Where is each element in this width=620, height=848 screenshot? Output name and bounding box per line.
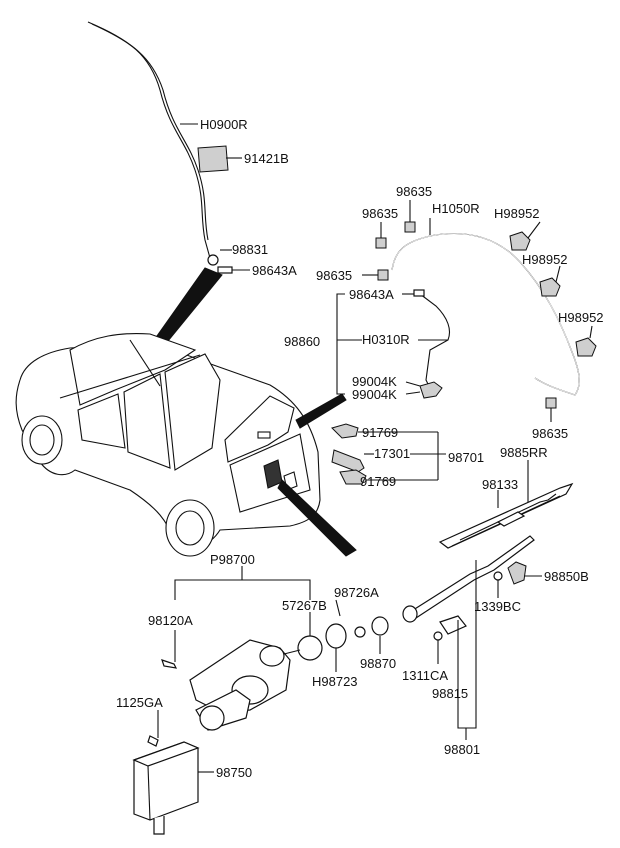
arm-screw-part xyxy=(493,571,503,581)
label-blade-rubber: 98133 xyxy=(482,477,518,492)
clip-part-c xyxy=(377,269,389,281)
label-hose-front: H0900R xyxy=(200,117,248,132)
vehicle-illustration xyxy=(15,333,321,557)
label-motor-assy: P98700 xyxy=(210,552,255,567)
arm-nut-part xyxy=(354,626,366,638)
label-hose-group: 98860 xyxy=(284,334,320,349)
label-packing: H98723 xyxy=(312,674,358,689)
label-holder-a: H98952 xyxy=(494,206,540,221)
label-seal: 17301 xyxy=(374,446,410,461)
holder-part-a xyxy=(509,231,531,251)
label-motor-cap: 57267B xyxy=(282,598,327,613)
label-cap-nut: 1311CA xyxy=(402,668,448,683)
label-grommet-a: 91769 xyxy=(362,425,398,440)
packing-part xyxy=(325,623,347,649)
holder-part-c xyxy=(575,337,597,357)
arm-cap-part xyxy=(507,561,527,585)
motor-grommet-part xyxy=(371,616,389,636)
valve-part xyxy=(419,381,443,399)
label-clip-c: 98635 xyxy=(316,268,352,283)
pointer-wedge-mid xyxy=(295,393,347,429)
label-valve-b: 99004K xyxy=(352,387,397,402)
check-valve-part xyxy=(207,254,219,266)
label-valve-a: 99004K xyxy=(352,374,397,389)
label-arm-cap: 98850B xyxy=(544,569,589,584)
label-arm: 98815 xyxy=(432,686,468,701)
grommet-part-a xyxy=(331,423,359,439)
label-hose-rear: H1050R xyxy=(432,201,480,216)
short-hose xyxy=(419,293,451,389)
label-ecu: 98750 xyxy=(216,765,252,780)
label-arm-nut: 98726A xyxy=(334,585,379,600)
label-nozzle-assy: 98701 xyxy=(448,450,484,465)
label-grommet-b: 91769 xyxy=(360,474,396,489)
label-arm-screw: 1339BC xyxy=(474,599,521,614)
wiper-motor-part xyxy=(189,639,301,731)
holder-part-b xyxy=(539,277,561,297)
label-motor-grommet: 98870 xyxy=(360,656,396,671)
label-clip-d: 98635 xyxy=(532,426,568,441)
cap-nut-part xyxy=(433,631,443,641)
clip-part-d xyxy=(545,397,557,409)
label-connector-top: 98643A xyxy=(252,263,297,278)
motor-cap-part xyxy=(297,635,323,661)
label-arm-assy: 98801 xyxy=(444,742,480,757)
label-motor-bolt: 98120A xyxy=(148,613,193,628)
bracket-motor-assy xyxy=(174,566,311,600)
label-clip-a: 98635 xyxy=(362,206,398,221)
leader-holder-c xyxy=(589,325,593,339)
label-plate-part xyxy=(197,145,229,173)
label-holder-c: H98952 xyxy=(558,310,604,325)
motor-bolt-part xyxy=(161,659,178,669)
label-clip-b: 98635 xyxy=(396,184,432,199)
leader-valve-b xyxy=(405,391,421,395)
label-holder-b: H98952 xyxy=(522,252,568,267)
seal-part xyxy=(331,449,365,473)
connector-part-mid xyxy=(413,289,425,297)
clip-part-b xyxy=(404,221,416,233)
leader-valve-a xyxy=(405,381,421,387)
leader-arm-nut xyxy=(335,599,341,617)
pointer-wedge-low xyxy=(277,479,357,557)
bracket-nozzle-assy xyxy=(410,432,446,480)
wiper-arm-part xyxy=(402,535,535,635)
label-label-plate: 91421B xyxy=(244,151,289,166)
bracket-arm-assy xyxy=(457,560,477,729)
leader-holder-b xyxy=(555,265,561,283)
front-washer-hose xyxy=(87,21,211,259)
ecu-module-part xyxy=(132,741,200,835)
grommet-part-b xyxy=(339,469,367,485)
label-blade-assy: 9885RR xyxy=(500,445,548,460)
label-ecu-bolt: 1125GA xyxy=(116,695,163,710)
label-hose-short: H0310R xyxy=(362,332,410,347)
label-check-valve: 98831 xyxy=(232,242,268,257)
clip-part-a xyxy=(375,237,387,249)
label-connector-mid: 98643A xyxy=(349,287,394,302)
wiper-blade-part xyxy=(438,482,574,549)
leader-holder-a xyxy=(527,221,541,239)
ecu-bolt-part xyxy=(147,735,159,747)
connector-part-top xyxy=(217,266,233,274)
